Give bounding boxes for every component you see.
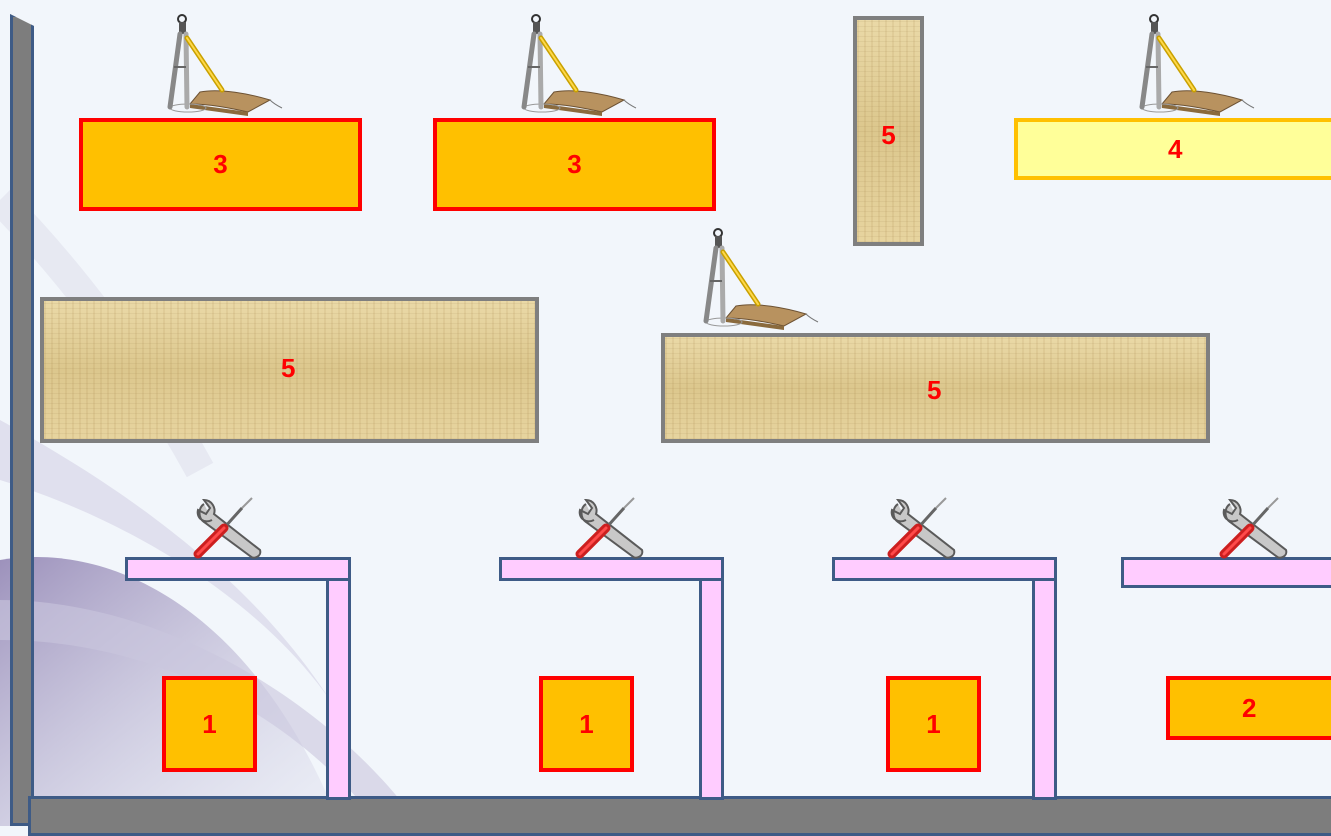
box-2: 2	[1166, 676, 1331, 740]
wood-plank-vertical: 5	[853, 16, 924, 246]
left-wall	[10, 14, 34, 826]
shelf-3-leg	[1032, 578, 1057, 800]
compass-ruler-icon	[514, 12, 639, 117]
box-1-second: 1	[539, 676, 634, 772]
floor	[28, 796, 1331, 836]
compass-ruler-icon	[696, 226, 821, 331]
shelf-1-leg	[326, 578, 351, 800]
shelf-2-leg	[699, 578, 724, 800]
wood-plank-right: 5	[661, 333, 1210, 443]
compass-ruler-icon	[160, 12, 285, 117]
box-3-left: 3	[79, 118, 362, 211]
compass-ruler-icon	[1132, 12, 1257, 117]
box-1-first: 1	[162, 676, 257, 772]
wrench-screwdriver-icon	[190, 490, 270, 562]
box-4: 4	[1014, 118, 1331, 180]
wrench-screwdriver-icon	[884, 490, 964, 562]
box-3-middle: 3	[433, 118, 716, 211]
wrench-screwdriver-icon	[1216, 490, 1296, 562]
box-1-third: 1	[886, 676, 981, 772]
wrench-screwdriver-icon	[572, 490, 652, 562]
wood-plank-left: 5	[40, 297, 539, 443]
